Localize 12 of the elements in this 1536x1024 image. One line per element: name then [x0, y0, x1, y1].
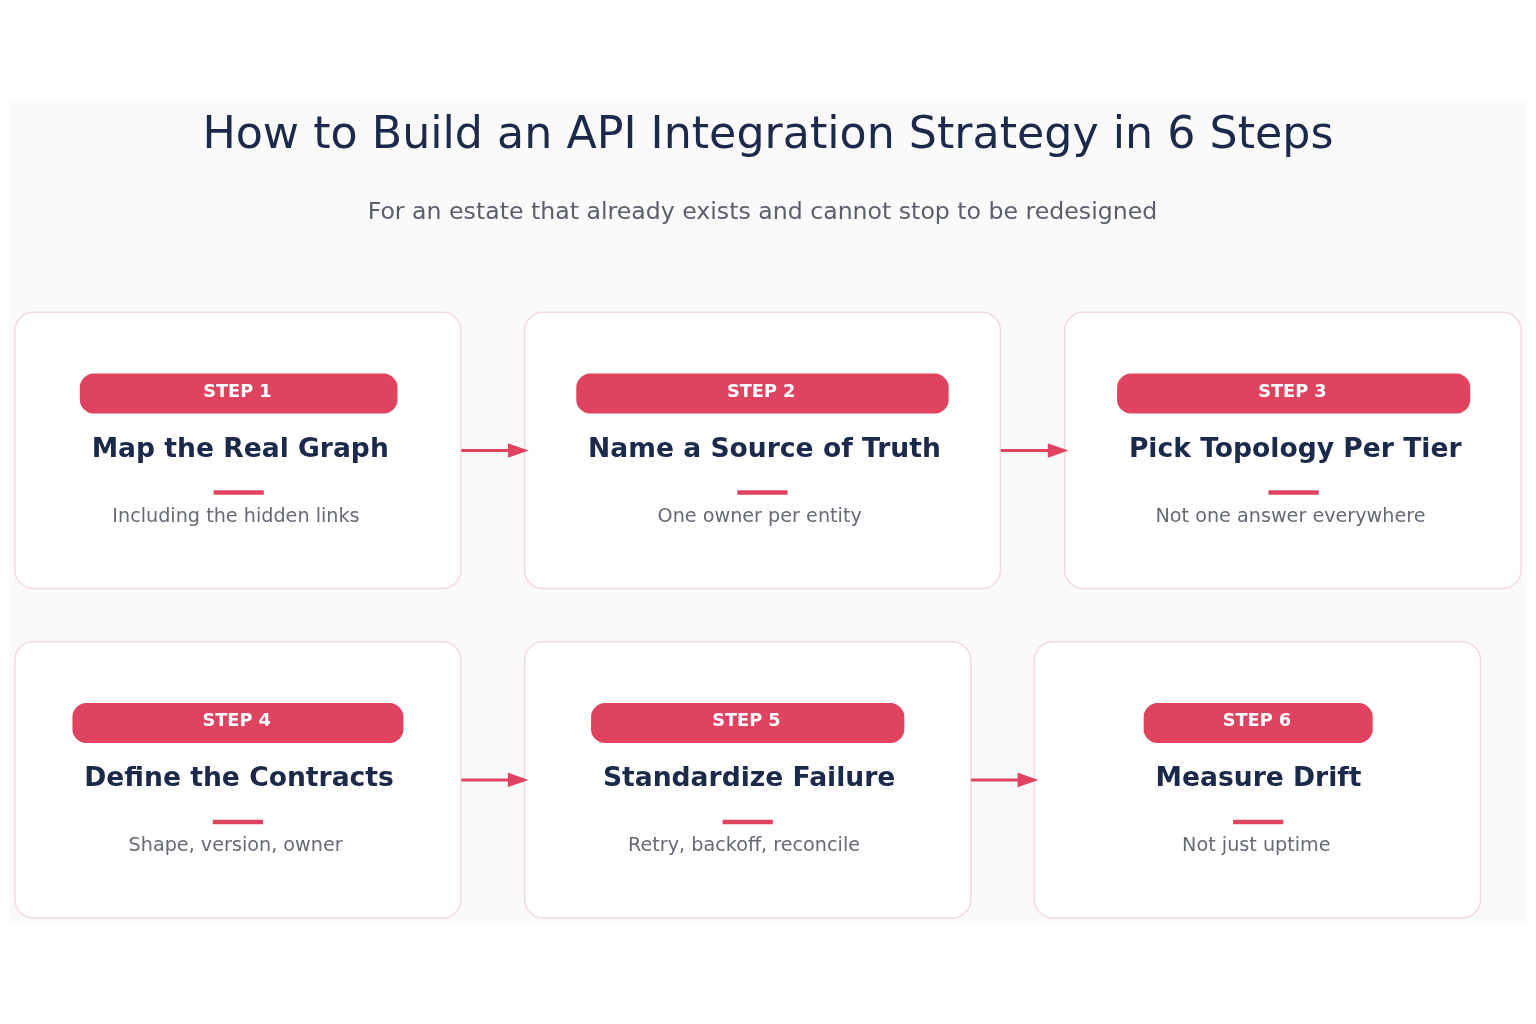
diagram-title: How to Build an API Integration Strategy in 6 Steps [202, 106, 1334, 158]
node-box: STEP 4 Define the Contracts Shape, version, owner [14, 640, 462, 919]
arrow [461, 772, 529, 787]
node-box: STEP 5 Standardize Failure Retry, backoff, reconcile [523, 640, 972, 919]
label: For an estate that already exists and cannot stop to be redesigned [367, 196, 1158, 225]
arrow [1000, 442, 1069, 458]
node-box: STEP 3 Pick Topology Per Tier Not one answer everywhere [1063, 311, 1522, 589]
node-box: STEP 2 Name a Source of Truth One owner per entity [523, 311, 1002, 589]
arrow [971, 772, 1039, 787]
arrow [461, 442, 529, 458]
node-box: STEP 1 Map the Real Graph Including the hidden links [14, 311, 462, 589]
node-box: STEP 6 Measure Drift Not just uptime [1033, 640, 1482, 919]
